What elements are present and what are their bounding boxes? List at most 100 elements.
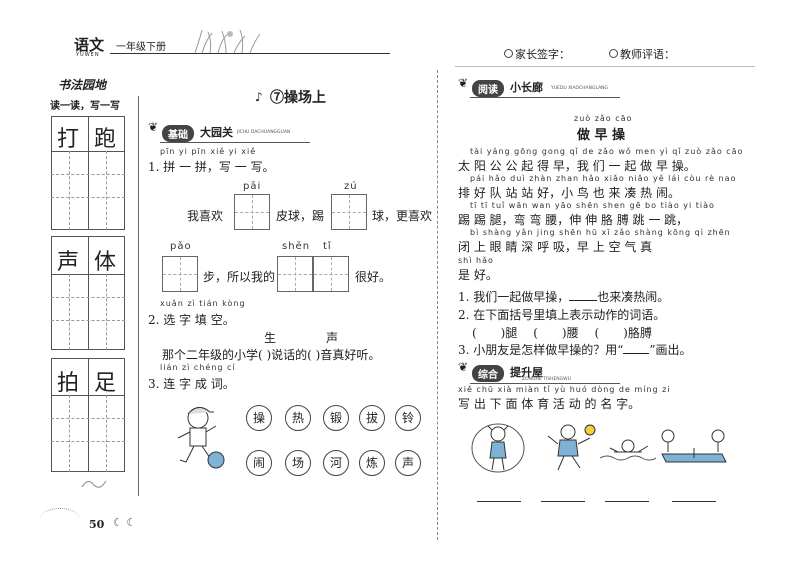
answer-box-shen[interactable] [277,256,313,292]
running-girl-illustration [547,424,596,471]
poem-line-3: 踢 踢 腿，弯 弯 腰，伸 伸 胳 膊 跳 一 跳， [458,213,689,227]
header-grade: 一年级下册 [116,42,166,53]
reading-section-title: 小长廊 [510,81,543,94]
poem-title: 做 早 操 [577,128,626,143]
q2-pinyin: xuǎn zì tián kòng [160,299,246,308]
answer-paren-2[interactable]: ( ) [533,326,567,340]
connect-char-3[interactable]: 锻 [323,405,349,431]
basic-section-badge: 基础 [162,125,194,142]
teacher-comment-label: 教师评语： [620,48,675,61]
answer-line-1[interactable] [477,501,521,502]
page-number: 50 [89,518,105,531]
basic-section-title: 大园关 [200,126,233,139]
q1-text2: 皮球，踢 [276,209,325,223]
answer-line-2[interactable] [541,501,585,502]
reading-q1: 1. 我们一起做早操，也来凑热闹。 [458,290,670,304]
reading-q3: 3. 小朋友是怎样做早操的？用“”画出。 [458,343,692,357]
poem-line-2-pinyin: pái hǎo duì zhàn zhan hǎo xiǎo niǎo yě l… [470,174,737,183]
parent-sign-icon [504,49,513,58]
reading-q2: 2. 在下面括号里填上表示动作的词语。 [458,308,666,322]
char-zu: 足 [94,371,117,396]
poem-line-3-pinyin: tī tī tuǐ wān wan yāo shēn shen gē bo ti… [470,201,715,210]
left-column-separator [138,96,139,496]
connect-char-1[interactable]: 操 [246,405,272,431]
connect-char-4[interactable]: 拔 [359,405,385,431]
connect-char-9[interactable]: 炼 [359,450,385,476]
lesson-number: ⑦ [270,90,284,106]
calligraphy-subtitle: 读一读，写一写 [50,101,120,112]
py-shen: shēn [282,241,311,252]
lesson-title: ⑦操场上 [270,87,326,107]
connect-char-5[interactable]: 铃 [395,405,421,431]
reading-q3-line [623,353,650,354]
basic-section-sub: JICHU DACHUANGGUAN [237,130,291,135]
poem-line-2: 排 好 队 站 站 好，小 鸟 也 来 凑 热 闹。 [458,186,680,200]
answer-box-pai[interactable] [234,194,270,230]
answer-box-pao[interactable] [162,256,198,292]
py-zu: zú [344,181,358,192]
q1-text1: 我喜欢 [187,209,224,223]
comprehensive-instruction: 写 出 下 面 体 育 活 动 的 名 字。 [458,397,641,411]
q1-text4: 步，所以我的 [203,270,276,284]
q1-text5: 很好。 [355,270,392,284]
swimming-child-illustration [600,439,656,461]
q1-label: 1. 拼 一 拼，写 一 写。 [148,160,275,174]
py-pao: pǎo [170,241,192,252]
jump-rope-girl-illustration [471,423,525,473]
music-note-icon: ♪ [255,90,263,104]
header-subject: 语文 [74,36,105,54]
connect-char-7[interactable]: 场 [285,450,311,476]
poem-line-5: 是 好。 [458,268,498,282]
basic-section-leaf-icon: ❦ [148,120,159,134]
answer-line-4[interactable] [672,501,716,502]
connect-char-10[interactable]: 声 [395,450,421,476]
connect-char-8[interactable]: 河 [323,450,349,476]
answer-box-zu[interactable] [331,194,367,230]
q1-pinyin: pīn yi pīn xiě yi xiě [160,147,257,156]
header-subject-pinyin: YUWEN [76,52,100,58]
char-pao: 跑 [94,127,117,152]
poem-line-5-pinyin: shì hǎo [458,256,494,265]
poem-line-1-pinyin: tài yáng gōng gong qǐ de zǎo wǒ men yì q… [470,147,744,156]
boy-kicking-ball-illustration [177,407,225,469]
reading-section-badge: 阅读 [472,80,504,97]
answer-line-3[interactable] [605,501,649,502]
char-ti: 体 [94,250,117,275]
comprehensive-section-title: 提升屋 [510,366,543,379]
comprehensive-section-badge: 综合 [472,365,504,382]
py-ti: tǐ [323,241,332,252]
header-underline [110,53,390,54]
reading-section-sub: YUEDU XIAOCHANGLANG [551,86,609,91]
page-divider [437,70,438,540]
calligraphy-title: 书法园地 [58,78,107,92]
char-da: 打 [57,127,80,152]
poem-line-1: 太 阳 公 公 起 得 早，我 们 一 起 做 早 操。 [458,159,696,173]
comprehensive-leaf-icon: ❦ [458,360,469,374]
answer-paren-1[interactable]: ( ) [472,326,506,340]
q2-sentence: 那个二年级的小学( )说话的( )音真好听。 [162,348,381,362]
moon-decoration-icon: ☾ ☾ [113,516,137,529]
q3-label: 3. 连 字 成 词。 [148,377,235,391]
reading-leaf-icon: ❦ [458,76,469,90]
teacher-comment-icon [609,49,618,58]
q2-option-2: 声 [326,331,339,345]
header-right-line [455,66,755,67]
dotted-arc [40,508,80,529]
reading-q2-items: ( )腿 ( )腰 ( )胳膊 [472,326,652,340]
parent-sign-label: 家长签字： [515,48,570,61]
flourish-decoration-icon [81,480,107,488]
table-tennis-illustration [661,429,727,463]
poem-title-pinyin: zuò zǎo cāo [574,114,633,123]
connect-char-2[interactable]: 热 [285,405,311,431]
reading-q1-blank[interactable] [569,300,598,301]
poem-line-4-pinyin: bì shàng yǎn jing shēn hū xī zǎo shàng k… [470,228,731,237]
comprehensive-section-sub: ZONGHE TISHENGWU [522,377,571,382]
poem-line-4: 闭 上 眼 睛 深 呼 吸，早 上 空 气 真 [458,240,653,254]
q1-text3: 球，更喜欢 [372,209,433,223]
connect-char-6[interactable]: 闹 [246,450,272,476]
answer-box-ti[interactable] [313,256,349,292]
q3-pinyin: lián zì chéng cí [160,363,236,372]
py-pai: pāi [243,181,262,192]
answer-paren-3[interactable]: ( ) [594,326,628,340]
q2-label: 2. 选 字 填 空。 [148,313,235,327]
